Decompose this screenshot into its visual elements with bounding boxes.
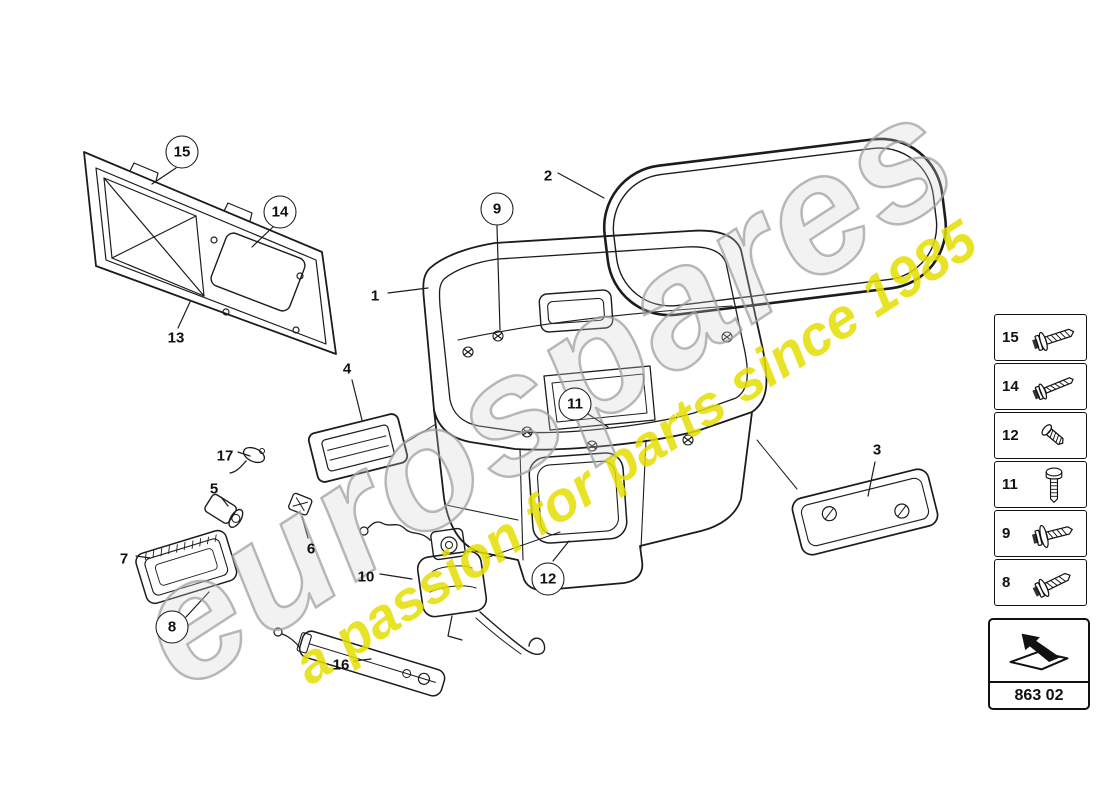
screw-with-large-washer-icon: [1024, 519, 1083, 549]
screw-with-washer-icon: [1024, 569, 1083, 598]
callout-8: 8: [155, 610, 189, 644]
part-bracket-16: [296, 630, 446, 697]
part-pump-assembly: [359, 521, 546, 655]
part-socket-5: [204, 493, 244, 529]
part-bulkhead-panel: [83, 151, 337, 355]
self-tapping-screw-icon: [1024, 419, 1083, 453]
callout-9: 9: [480, 192, 514, 226]
callout-4: 4: [342, 360, 352, 378]
callout-10: 10: [357, 568, 375, 586]
direction-arrow-icon: [990, 620, 1088, 681]
callout-14: 14: [263, 195, 297, 229]
callout-11: 11: [558, 387, 592, 421]
fastener-label: 14: [1002, 378, 1019, 395]
part-clip-17: [229, 446, 266, 474]
fastener-label: 11: [1002, 476, 1018, 493]
fastener-box-8: 8: [994, 559, 1087, 606]
fastener-box-15: 15: [994, 314, 1087, 361]
callout-15: 15: [165, 135, 199, 169]
part-hook-16: [273, 627, 301, 649]
fastener-box-11: 11: [994, 461, 1087, 508]
callout-6: 6: [306, 540, 316, 558]
part-cover-plate-7: [135, 529, 238, 605]
callout-13: 13: [167, 329, 185, 347]
part-code-box: 863 02: [988, 618, 1090, 710]
fastener-panel: 15 14: [994, 314, 1087, 608]
callout-17: 17: [216, 447, 234, 465]
part-clip-6: [288, 492, 313, 516]
callout-16: 16: [332, 656, 350, 674]
part-trim-plate-3: [791, 468, 939, 556]
screw-with-washer-icon: [1024, 324, 1083, 352]
fastener-box-14: 14: [994, 363, 1087, 410]
fastener-label: 15: [1002, 329, 1019, 346]
bolt-icon: [1024, 465, 1083, 505]
part-vent-grille: [307, 413, 409, 483]
part-gasket-seal: [602, 137, 948, 317]
part-code: 863 02: [990, 681, 1088, 708]
screw-with-washer-icon: [1024, 373, 1083, 401]
callout-1: 1: [370, 287, 380, 305]
callout-2: 2: [543, 167, 553, 185]
callout-3: 3: [872, 441, 882, 459]
fastener-box-12: 12: [994, 412, 1087, 459]
tub-screw-holes: [462, 330, 733, 452]
callout-leader-lines: [135, 167, 876, 662]
callout-7: 7: [119, 550, 129, 568]
part-luggage-tub: [422, 229, 768, 591]
callout-5: 5: [209, 480, 219, 498]
fastener-label: 9: [1002, 525, 1011, 542]
fastener-label: 12: [1002, 427, 1019, 444]
fastener-label: 8: [1002, 574, 1011, 591]
fastener-box-9: 9: [994, 510, 1087, 557]
callout-12: 12: [531, 562, 565, 596]
